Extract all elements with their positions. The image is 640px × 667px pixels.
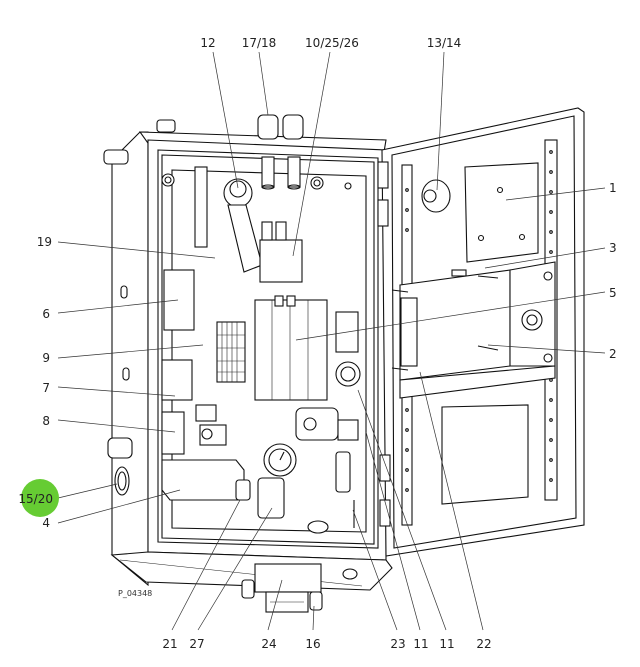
cable-gland-21 (235, 479, 251, 501)
connector-24 (254, 563, 322, 593)
solenoid-6 (163, 269, 195, 331)
interior-components (161, 156, 361, 613)
cable-gland-18 (282, 114, 304, 140)
callout-13-14: 13/14 (427, 36, 462, 50)
callout-12: 12 (200, 36, 215, 50)
cable-gland-top-left (156, 119, 176, 133)
callout-9: 9 (42, 351, 50, 365)
hinge-upper-2 (377, 199, 389, 227)
cable-gland-17 (257, 114, 279, 140)
valve-bank-5 (254, 299, 328, 401)
callout-4: 4 (42, 516, 50, 530)
power-supply-4 (161, 459, 245, 501)
fitting-top-2 (287, 156, 301, 188)
callout-10-25-26: 10/25/26 (305, 36, 359, 50)
cable-clip (521, 309, 543, 331)
callout-24: 24 (261, 637, 276, 651)
callout-5: 5 (609, 286, 617, 300)
hinge-upper-1 (377, 161, 389, 189)
callout-16: 16 (305, 637, 320, 651)
pressure-regulator-12 (223, 178, 253, 208)
cabinet-bottom-ledge (110, 551, 393, 591)
rail-holes (405, 150, 553, 492)
callout-1: 1 (609, 181, 617, 195)
fitting-16 (309, 591, 323, 611)
callout-22: 22 (476, 637, 491, 651)
callout-6: 6 (42, 307, 50, 321)
cabinet-left-wall (111, 131, 149, 587)
side-gland-upper (103, 149, 129, 165)
callout-11-a: 11 (413, 637, 428, 651)
callout-7: 7 (42, 381, 50, 395)
board-connector-strip (400, 297, 418, 367)
callout-2: 2 (609, 347, 617, 361)
filter-regulator (295, 407, 339, 441)
silencer-23 (335, 451, 351, 493)
callout-labels: 12 17/18 10/25/26 13/14 19 6 9 7 8 15/20… (18, 36, 616, 651)
cabinet-door (377, 107, 585, 557)
cover-plate-1 (464, 162, 539, 263)
callout-27: 27 (189, 637, 204, 651)
door-window (441, 404, 529, 505)
terminal-block (216, 321, 246, 383)
callout-11-b: 11 (439, 637, 454, 651)
callout-19: 19 (37, 235, 52, 249)
air-tube-left (194, 166, 208, 248)
mounting-bracket (399, 365, 556, 399)
callout-21: 21 (162, 637, 177, 651)
component-8 (161, 411, 185, 455)
side-gland-lower (107, 437, 133, 459)
regulator-knob (335, 361, 361, 387)
regulator-adjuster-11 (337, 419, 359, 441)
filter-bowl-27 (257, 477, 285, 519)
callout-15-20: 15/20 (18, 492, 53, 506)
leader-lines (57, 51, 606, 631)
side-connector-15-20 (114, 466, 130, 496)
callout-23: 23 (390, 637, 405, 651)
hinge-lower-1 (379, 454, 391, 482)
callout-17-18: 17/18 (242, 36, 277, 50)
highlight-marker (21, 479, 59, 517)
manifold-block-10-25-26 (259, 239, 303, 283)
figure-reference-code: P_04348 (118, 589, 152, 598)
fitting-top-1 (261, 156, 275, 188)
solenoid-7 (161, 359, 193, 401)
hinge-lower-2 (379, 499, 391, 527)
callout-3: 3 (609, 241, 617, 255)
callout-8: 8 (42, 414, 50, 428)
